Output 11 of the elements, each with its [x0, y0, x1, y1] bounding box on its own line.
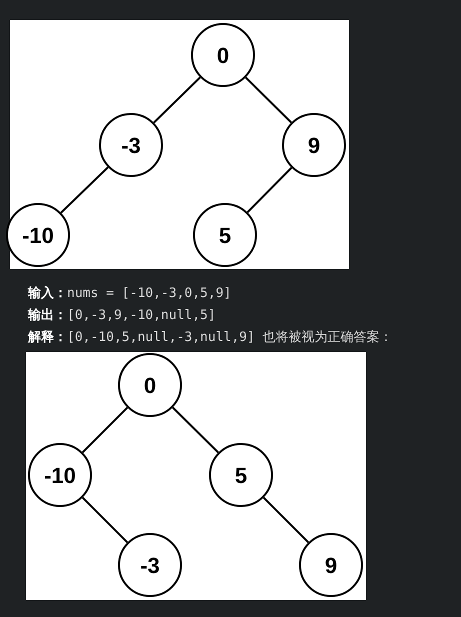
tree-edge: [245, 76, 292, 124]
tree-edge: [172, 406, 219, 454]
example-text-line: 输入：nums = [-10,-3,0,5,9]: [28, 284, 232, 303]
tree-edge: [82, 496, 128, 544]
tree-edge: [60, 166, 109, 214]
tree-edge: [82, 406, 128, 454]
example-text-line: 输出：[0,-3,9,-10,null,5]: [28, 307, 216, 325]
tree-edge: [262, 496, 310, 544]
example-text-line: 解释：[0,-10,5,null,-3,null,9] 也将被视为正确答案：: [28, 329, 393, 347]
tree-edge: [246, 167, 292, 213]
tree-edge: [153, 76, 201, 124]
